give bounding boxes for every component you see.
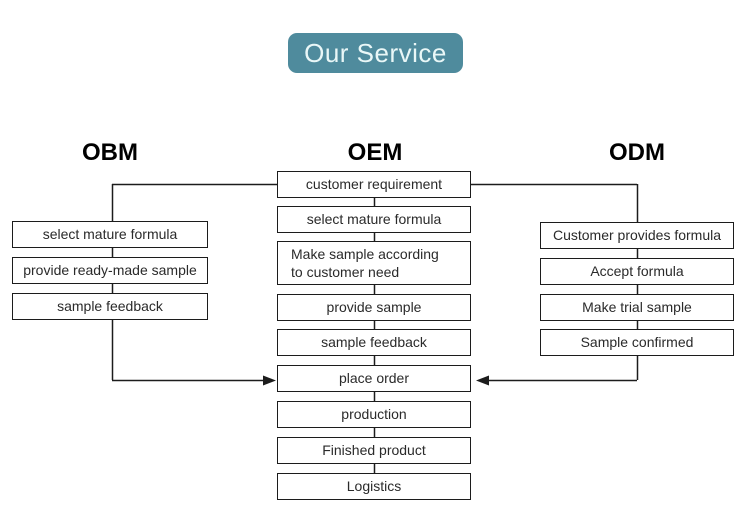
flow-box-oem-logistics: Logistics: [277, 473, 471, 500]
flow-box-oem-production: production: [277, 401, 471, 428]
flow-box-odm-sample-confirmed: Sample confirmed: [540, 329, 734, 356]
flow-box-obm-sample-feedback: sample feedback: [12, 293, 208, 320]
column-header-odm: ODM: [609, 139, 665, 166]
flow-box-oem-sample-feedback: sample feedback: [277, 329, 471, 356]
flow-box-oem-select-mature-formula: select mature formula: [277, 206, 471, 233]
arrow-right-icon: [263, 375, 276, 386]
flow-box-oem-customer-requirement: customer requirement: [277, 171, 471, 198]
flow-box-oem-provide-sample: provide sample: [277, 294, 471, 321]
flow-box-odm-customer-provides-formula: Customer provides formula: [540, 222, 734, 249]
flow-box-oem-make-sample: Make sample according to customer need: [277, 241, 471, 285]
flow-box-obm-provide-ready-made-sample: provide ready-made sample: [12, 257, 208, 284]
column-header-obm: OBM: [82, 139, 138, 166]
page-title: Our Service: [288, 33, 463, 73]
flow-box-odm-make-trial-sample: Make trial sample: [540, 294, 734, 321]
flow-box-oem-finished-product: Finished product: [277, 437, 471, 464]
column-header-oem: OEM: [347, 139, 403, 166]
flow-box-oem-place-order: place order: [277, 365, 471, 392]
flow-box-odm-accept-formula: Accept formula: [540, 258, 734, 285]
flow-box-obm-select-mature-formula: select mature formula: [12, 221, 208, 248]
arrow-left-icon: [476, 375, 489, 386]
